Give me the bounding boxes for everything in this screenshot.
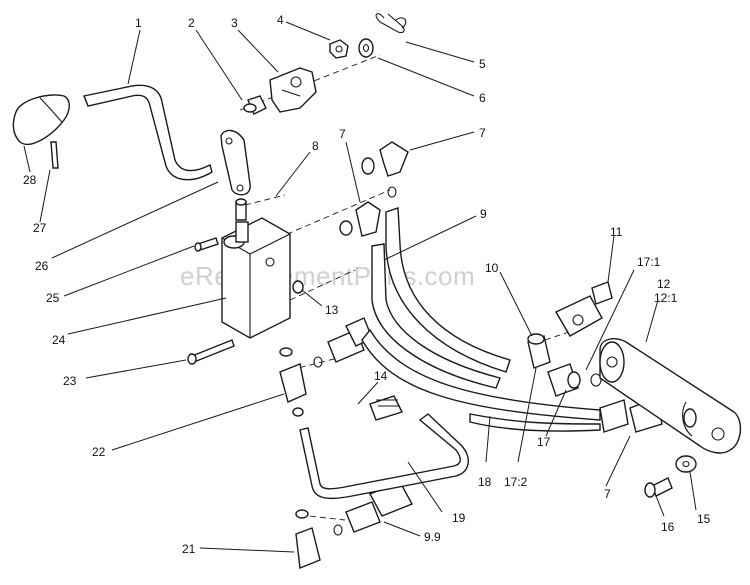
callout-27: 27 — [33, 221, 47, 235]
callout-12-1: 12:1 — [654, 291, 678, 305]
hydraulic-tube-18 — [361, 328, 601, 432]
callout-18: 18 — [478, 475, 492, 489]
hairpin-clip — [375, 13, 407, 34]
cylinder-bolt — [644, 477, 673, 498]
callout-5: 5 — [479, 57, 486, 71]
lock-nut — [329, 39, 349, 59]
callout-6: 6 — [479, 91, 486, 105]
callout-15: 15 — [697, 512, 711, 526]
retaining-clip — [591, 281, 613, 305]
callout-23: 23 — [63, 374, 77, 388]
callout-4: 4 — [277, 13, 284, 27]
leader-lines — [23, 21, 697, 553]
callout-2: 2 — [188, 16, 195, 30]
callout-11: 11 — [610, 225, 623, 239]
callout-26: 26 — [35, 259, 49, 273]
control-lever — [83, 84, 213, 181]
cylinder-washer — [675, 455, 697, 473]
control-valve — [221, 217, 291, 339]
handle-knob — [12, 94, 70, 145]
callout-9-9: 9.9 — [424, 530, 441, 544]
callout-17-1: 17:1 — [637, 255, 661, 269]
callout-13: 13 — [325, 303, 339, 317]
clevis — [555, 295, 603, 337]
callout-17-2: 17:2 — [504, 475, 528, 489]
callout-7-bottom: 7 — [604, 487, 611, 501]
stud — [243, 95, 267, 115]
callout-8: 8 — [312, 139, 319, 153]
tee-fitting — [279, 347, 307, 417]
roll-pin — [50, 141, 59, 169]
callout-24: 24 — [52, 333, 66, 347]
flat-washer — [358, 38, 374, 58]
callout-12: 12 — [657, 277, 671, 291]
callout-7-top-right: 7 — [479, 126, 486, 140]
callout-labels: 1 2 3 4 5 6 7 7 7 8 9 10 11 12 12:1 13 1… — [23, 13, 711, 556]
callout-16: 16 — [661, 520, 675, 534]
hydraulic-cylinder — [599, 338, 741, 454]
callout-9: 9 — [480, 207, 487, 221]
elbow-fitting-mid — [339, 201, 381, 237]
cap-screw-long — [187, 339, 235, 365]
callout-10: 10 — [485, 261, 499, 275]
bushing — [527, 333, 551, 369]
callout-3: 3 — [231, 16, 238, 30]
lever-bracket — [220, 129, 251, 196]
callout-28: 28 — [23, 173, 37, 187]
cap-screw-short — [194, 237, 219, 252]
callout-17: 17 — [537, 435, 551, 449]
callout-25: 25 — [46, 291, 60, 305]
callout-19: 19 — [452, 511, 466, 525]
callout-21: 21 — [182, 542, 196, 556]
callout-14: 14 — [374, 369, 388, 383]
clevis-pin — [235, 198, 247, 221]
callout-7-top-left: 7 — [339, 127, 346, 141]
callout-22: 22 — [92, 445, 106, 459]
callout-1: 1 — [135, 16, 142, 30]
hydraulic-tube-9 — [371, 207, 511, 389]
elbow-fitting-top — [361, 141, 409, 198]
elbow-fitting-bottom — [295, 509, 343, 569]
lever-mount — [269, 67, 317, 113]
cylinder-fitting-upper — [547, 363, 602, 397]
return-hose — [299, 395, 469, 500]
o-ring — [292, 280, 304, 294]
